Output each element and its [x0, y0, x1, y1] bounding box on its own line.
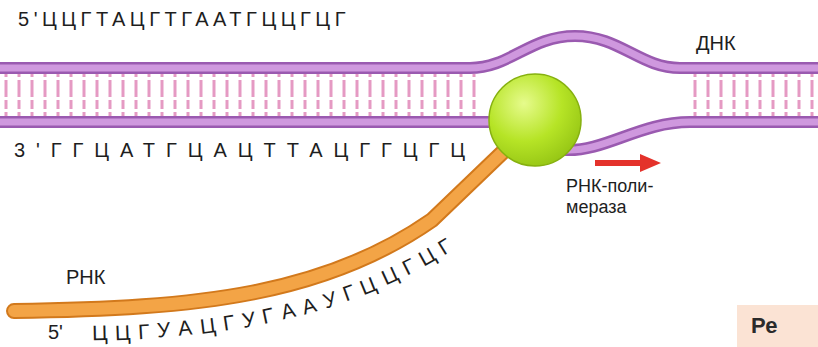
rna-strand [14, 150, 505, 311]
rna-end-label: 5' [48, 321, 63, 344]
dna-strand [0, 36, 818, 68]
box-heading: Ре [751, 313, 777, 339]
dna-strand [565, 122, 818, 150]
polymerase-label: РНК-поли- мераза [566, 176, 678, 217]
dna-coding-strand: 5'ЦЦГТАЦГТГААТГЦЦГЦГ [18, 8, 350, 31]
rna-strand [14, 150, 505, 311]
heading-box: Ре [737, 305, 818, 347]
rna-label: РНК [66, 266, 105, 289]
dna-strand [0, 116, 505, 128]
direction-arrow [595, 154, 661, 172]
dna-label: ДНК [696, 32, 736, 55]
base-pairs [0, 74, 480, 118]
rna-polymerase [489, 74, 581, 166]
dna-strand [0, 36, 818, 68]
dna-strand [565, 122, 818, 150]
base-pairs [692, 74, 818, 118]
dna-strand [0, 119, 505, 126]
rna-text-guide [92, 243, 450, 333]
dna-template-strand: 3'ГГЦАТГЦАЦТТАЦГГЦГЦ [14, 139, 476, 162]
rna-sequence: ЦЦГУАЦГУГААУГЦЦГЦГ [60, 215, 480, 347]
